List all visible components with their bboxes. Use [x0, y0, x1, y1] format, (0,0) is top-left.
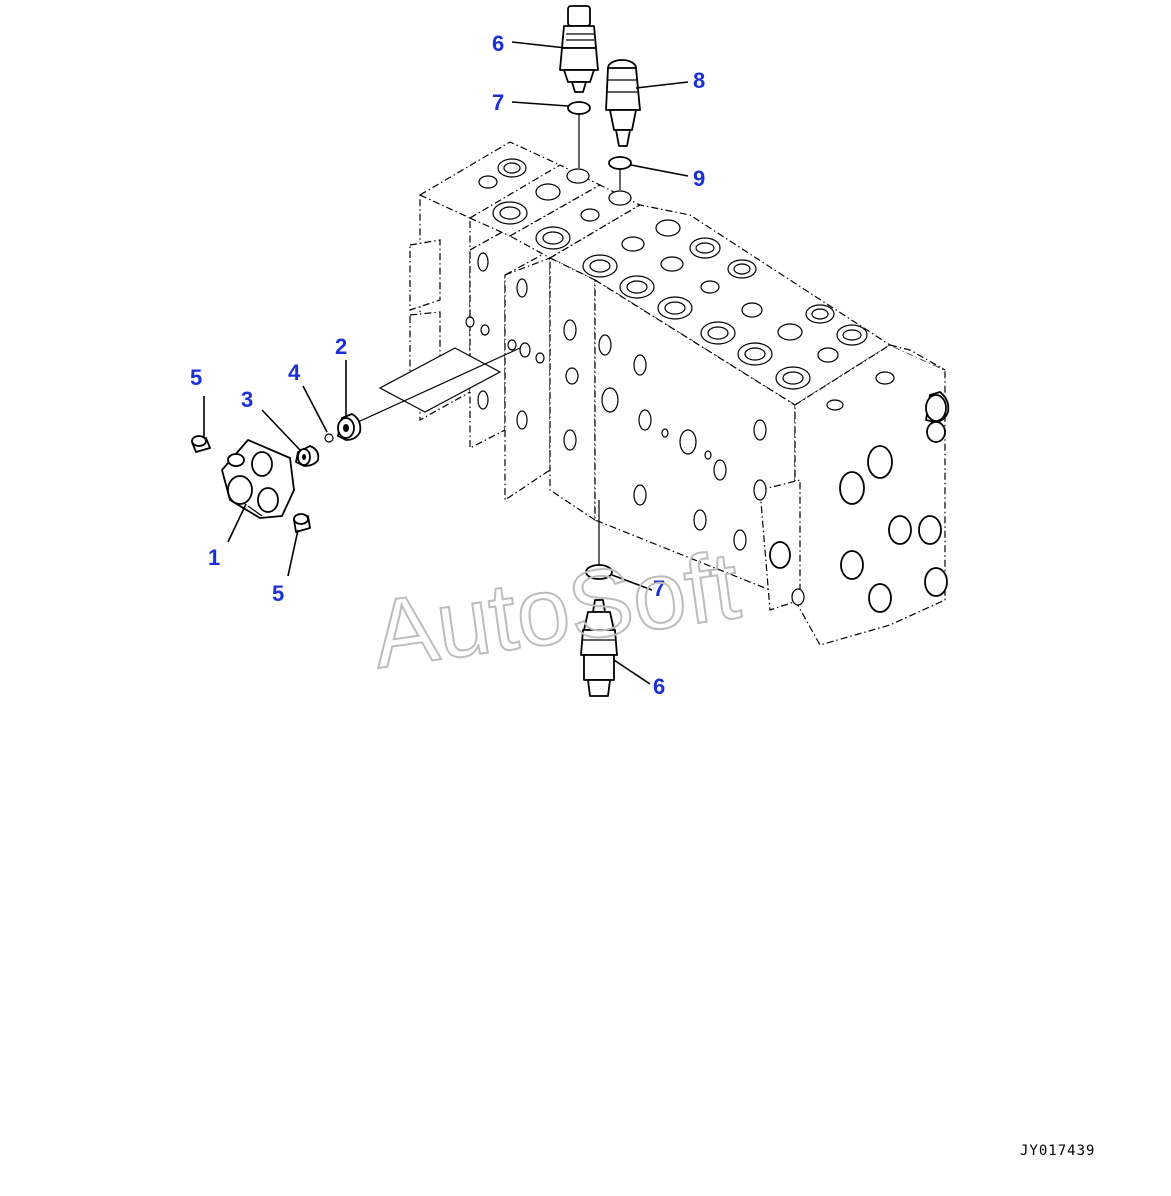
callout-3: 3: [241, 387, 253, 412]
top-ports: [478, 158, 868, 390]
callout-1: 1: [208, 545, 220, 570]
watermark: AutoSoft: [366, 532, 746, 689]
control-valve-block: [409, 141, 946, 646]
mounting-plane: [378, 347, 502, 413]
callout-8: 8: [693, 68, 705, 93]
o-ring-top: [567, 101, 591, 115]
plug-2: [337, 413, 362, 441]
callout-labels: 6 7 8 9 2 4 3 5 1 5 7 6: [190, 31, 705, 699]
callout-7-bottom: 7: [653, 576, 665, 601]
end-flange-bosses: [769, 371, 950, 613]
callout-6-top: 6: [492, 31, 504, 56]
callout-5-top: 5: [190, 365, 202, 390]
callout-6-bottom: 6: [653, 674, 665, 699]
o-ring-bottom: [585, 564, 613, 580]
o-ring-9: [608, 156, 632, 170]
drawing-id: JY017439: [1020, 1143, 1095, 1159]
bolt-5-top: [191, 435, 211, 453]
relief-valve-bottom: [580, 599, 618, 697]
callout-2: 2: [335, 334, 347, 359]
block-1: [221, 439, 295, 519]
ball-4: [324, 433, 334, 443]
orifice-3: [295, 445, 320, 467]
bolt-5-bottom: [293, 513, 311, 533]
callout-7-top: 7: [492, 90, 504, 115]
leader-lines: [203, 41, 689, 685]
valve-cartridge: [605, 59, 641, 147]
side-holes: [465, 252, 767, 551]
callout-5-bottom: 5: [272, 581, 284, 606]
relief-valve-top: [559, 5, 599, 93]
callout-4: 4: [288, 360, 301, 385]
callout-9: 9: [693, 166, 705, 191]
